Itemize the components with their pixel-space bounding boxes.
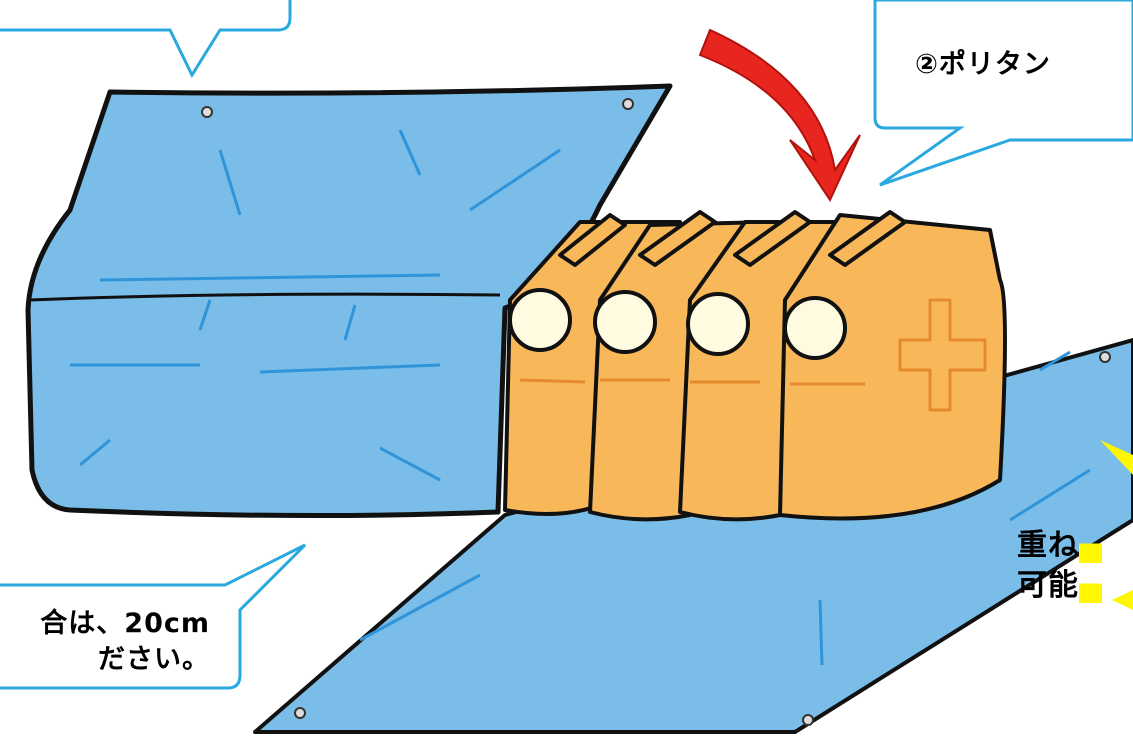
caption-stack-note: 重ね 可能: [1017, 526, 1102, 606]
speech-bubble-top-left: [0, 0, 292, 79]
caption-overlap-note: 合は、20cm ださい。: [0, 606, 210, 678]
poly-tank-1: [503, 220, 682, 516]
poly-tank-4: [778, 213, 1007, 521]
highlight-mark: [1079, 528, 1102, 563]
poly-tank-2: [588, 220, 772, 522]
speech-bubble-top-right: [873, 0, 1133, 187]
caption-overlap-line-1: 合は、20cm: [40, 608, 210, 639]
caption-poly-tank-step: ②ポリタン: [915, 49, 1051, 80]
caption-stack-line-2: 可能: [1017, 568, 1079, 603]
caption-stack-line-1: 重ね: [1017, 528, 1079, 563]
tank-handles: [558, 210, 907, 267]
fold-arrow-icon: [698, 28, 861, 203]
highlight-mark-2: [1079, 568, 1102, 603]
caption-overlap-line-2: ださい。: [98, 644, 210, 675]
poly-tanks: [503, 210, 1007, 522]
folded-tarp: [25, 83, 673, 519]
speech-bubble-bottom-left: [0, 543, 307, 690]
yellow-pointer-icon: [1100, 440, 1133, 610]
